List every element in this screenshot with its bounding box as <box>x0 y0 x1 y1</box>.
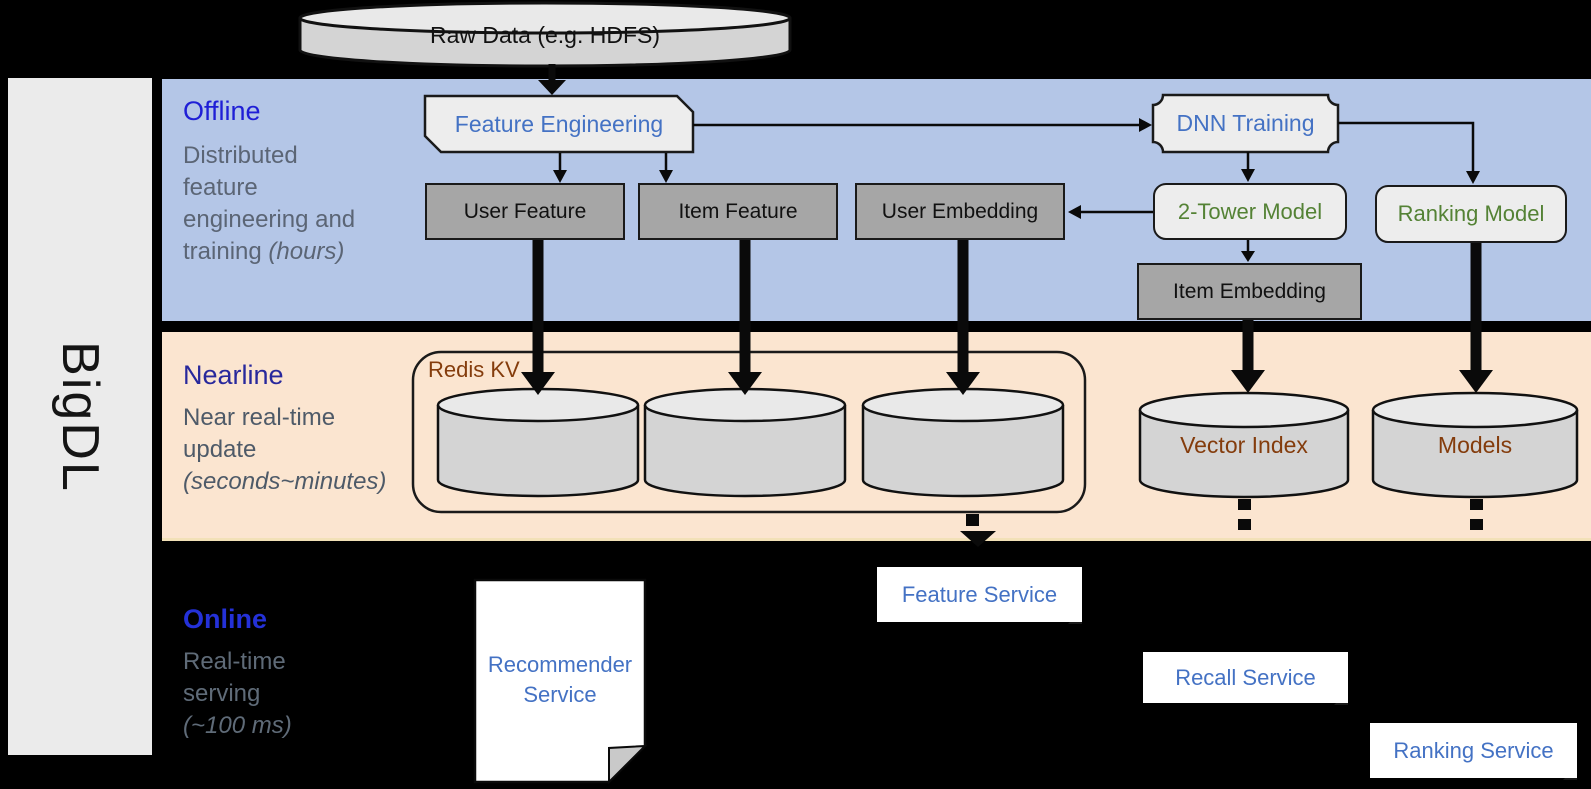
feature-service-card: Feature Service <box>877 567 1082 622</box>
dnn-training-shape <box>1151 93 1340 154</box>
user-feature-node: User Feature <box>425 183 625 240</box>
dnn-training-node: DNN Training <box>1176 110 1315 136</box>
redis-cylinder-2 <box>643 387 847 498</box>
arrow-ranking-model-to-models <box>1459 243 1493 393</box>
online-desc-line2: serving <box>183 680 261 707</box>
arrow-dnn-to-ranking-model <box>1338 121 1480 184</box>
bigdl-sidebar: BigDL <box>8 78 152 755</box>
arrow-rawdata-to-fe <box>538 64 566 95</box>
offline-desc-line1: Distributed <box>183 142 298 169</box>
raw-data-label: Raw Data (e.g. HDFS) <box>429 21 661 48</box>
recommender-service-label: Recommender Service <box>487 652 633 707</box>
arrow-two-tower-to-user-embedding <box>1068 205 1153 219</box>
redis-kv-label: Redis KV <box>428 357 520 382</box>
online-band-title: Online <box>183 604 268 634</box>
feature-engineering-shape <box>423 94 695 154</box>
redis-cylinder-3 <box>861 387 1065 498</box>
item-feature-node: Item Feature <box>638 183 838 240</box>
arrow-dnn-to-two-tower <box>1241 152 1255 182</box>
offline-band-description: Distributed feature engineering and trai… <box>183 140 355 268</box>
item-embedding-node: Item Embedding <box>1137 263 1362 320</box>
recommender-service-document <box>473 578 648 785</box>
nearline-desc-line1: Near real-time <box>183 404 336 431</box>
arrow-fe-to-item-feature <box>659 153 673 183</box>
nearline-band-title: Nearline <box>183 360 284 390</box>
user-embedding-node: User Embedding <box>855 183 1065 240</box>
arrow-fe-to-user-feature <box>553 153 567 183</box>
dashed-line-vector-index <box>1238 499 1251 530</box>
offline-desc-line4-italic: (hours) <box>268 238 345 265</box>
dashed-arrow-redis-to-feature-service <box>960 514 996 547</box>
dashed-line-models <box>1470 499 1483 530</box>
offline-desc-line3: engineering and <box>183 206 356 233</box>
models-cylinder <box>1371 391 1579 499</box>
online-band-description: Real-time serving (~100 ms) <box>183 646 292 742</box>
offline-band-title: Offline <box>183 96 261 126</box>
arrow-item-embedding-to-vector-index <box>1231 320 1265 393</box>
recall-service-card: Recall Service <box>1143 652 1348 703</box>
raw-data-cylinder <box>298 1 792 68</box>
arrow-fe-to-dnn <box>693 118 1152 132</box>
arrow-two-tower-to-item-embedding <box>1241 240 1255 262</box>
vector-index-label: Vector Index <box>1180 431 1308 458</box>
arrow-user-feature-to-redis <box>521 240 555 395</box>
online-desc-line3-italic: (~100 ms) <box>183 712 292 739</box>
arrow-item-feature-to-redis <box>728 240 762 395</box>
arrow-user-embedding-to-redis <box>946 240 980 395</box>
offline-desc-line2: feature <box>183 174 258 201</box>
two-tower-model-node: 2-Tower Model <box>1153 183 1347 240</box>
online-desc-line1: Real-time <box>183 648 286 675</box>
nearline-desc-line3-italic: (seconds~minutes) <box>183 468 387 495</box>
redis-cylinder-1 <box>436 387 640 498</box>
nearline-desc-line2: update <box>183 436 257 463</box>
vector-index-cylinder <box>1138 391 1350 499</box>
models-label: Models <box>1437 431 1513 458</box>
nearline-band-description: Near real-time update (seconds~minutes) <box>183 402 386 498</box>
ranking-service-card: Ranking Service <box>1370 723 1577 778</box>
ranking-model-node: Ranking Model <box>1375 185 1567 243</box>
feature-engineering-node: Feature Engineering <box>454 110 664 137</box>
offline-desc-line4: training <box>183 238 262 265</box>
